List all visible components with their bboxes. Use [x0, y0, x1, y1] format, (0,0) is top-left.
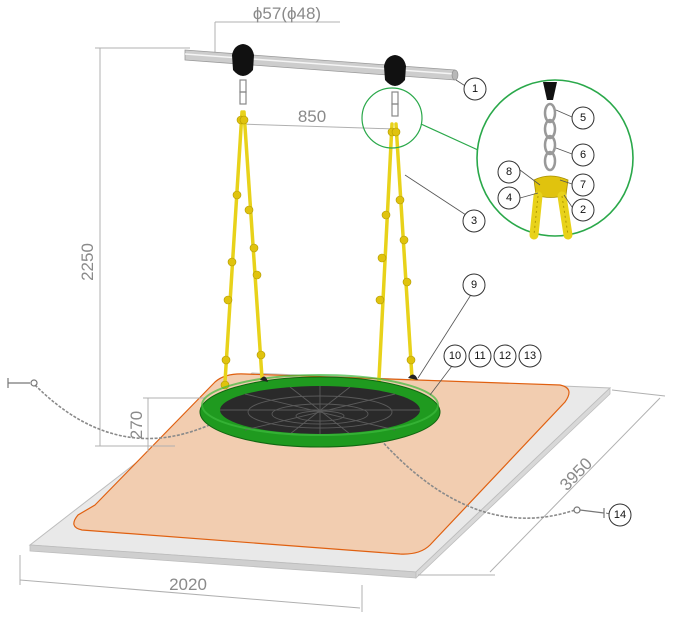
- length-dimension-label: 3950: [556, 454, 596, 494]
- svg-text:9: 9: [471, 279, 477, 291]
- callout-6: 6: [571, 143, 595, 167]
- seat-height-dimension: 270: [127, 397, 205, 452]
- svg-text:2: 2: [580, 204, 586, 216]
- ground-chains: [34, 384, 576, 519]
- seat-height-dimension-label: 270: [127, 411, 146, 439]
- svg-text:12: 12: [499, 350, 511, 362]
- callout-14: 14: [608, 503, 632, 527]
- callout-5: 5: [571, 106, 595, 130]
- seat-net: [220, 386, 420, 435]
- chain-anchors: [7, 378, 605, 518]
- svg-text:6: 6: [580, 149, 586, 161]
- callout-3: 3: [462, 209, 486, 233]
- bar-diameter-dimension: ϕ57(ϕ48): [214, 4, 340, 52]
- svg-text:11: 11: [474, 350, 485, 362]
- svg-text:1: 1: [472, 83, 478, 95]
- height-dimension: 2250: [78, 47, 190, 447]
- callout-13: 13: [518, 344, 542, 368]
- callout-2: 2: [571, 198, 595, 222]
- callout-10: 10: [443, 344, 467, 368]
- svg-text:8: 8: [506, 166, 512, 178]
- svg-text:5: 5: [580, 112, 586, 124]
- width-dimension-label: 2020: [169, 575, 207, 594]
- height-dimension-label: 2250: [78, 243, 97, 281]
- callout-4: 4: [497, 186, 521, 210]
- safety-zone: [73, 373, 570, 555]
- svg-text:10: 10: [449, 350, 461, 362]
- top-bar: [184, 49, 471, 90]
- width-dimension: 2020: [19, 555, 363, 612]
- callout-11: 11: [468, 344, 492, 368]
- nest-seat: [199, 374, 441, 448]
- callout-8: 8: [497, 160, 521, 184]
- right-hanger: [384, 55, 406, 117]
- callout-12: 12: [493, 344, 517, 368]
- svg-text:3: 3: [471, 215, 477, 227]
- spacing-dimension: 850: [239, 107, 396, 130]
- callout-9: 9: [462, 273, 486, 297]
- svg-text:4: 4: [506, 192, 512, 204]
- left-hanger: [232, 44, 254, 105]
- detail-chain: [543, 102, 557, 172]
- svg-text:13: 13: [524, 350, 536, 362]
- leader-lines: [404, 109, 611, 515]
- svg-text:14: 14: [614, 509, 626, 521]
- callout-7: 7: [571, 173, 595, 197]
- bar-diameter-label: ϕ57(ϕ48): [253, 4, 321, 23]
- callout-1: 1: [463, 77, 487, 101]
- spacing-dimension-label: 850: [298, 107, 326, 126]
- svg-text:7: 7: [580, 179, 586, 191]
